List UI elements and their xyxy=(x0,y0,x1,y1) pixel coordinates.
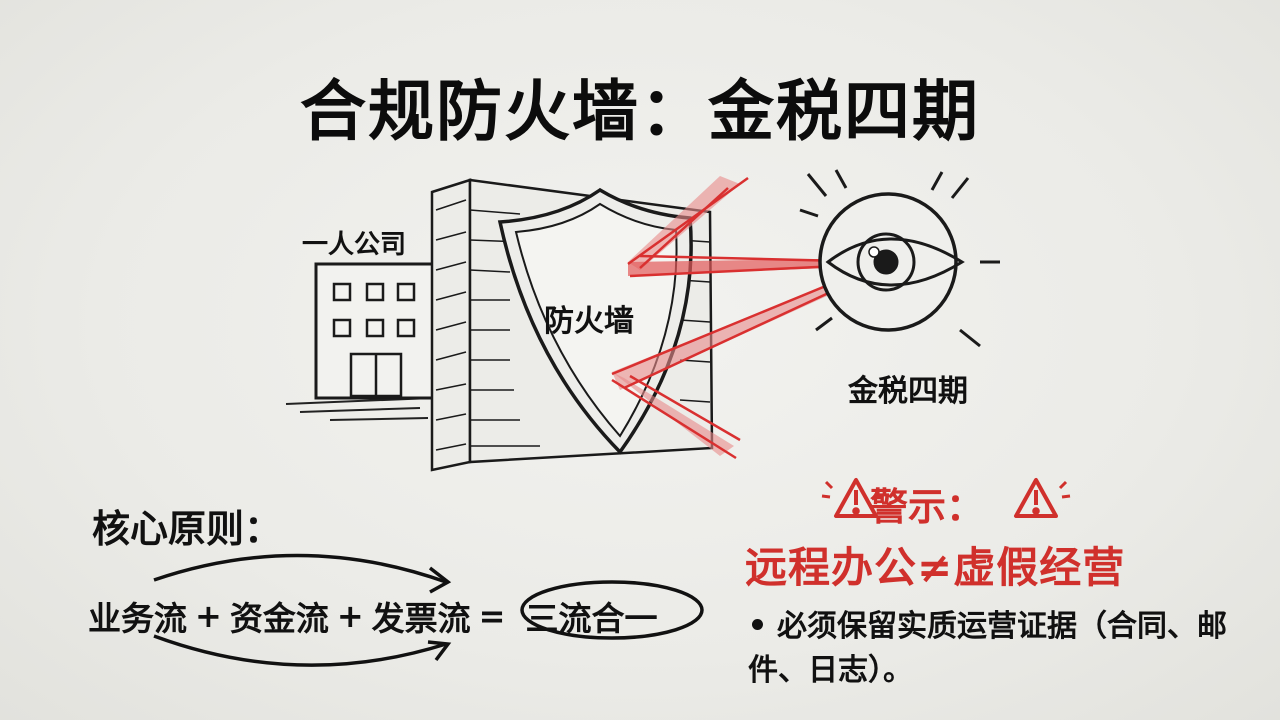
result-circle-icon xyxy=(520,580,704,640)
firewall-label: 防火墙 xyxy=(544,304,634,339)
flow-item-invoice: 发票流 xyxy=(371,599,471,638)
flow-item-funds: 资金流 xyxy=(229,599,329,638)
flow-item-business: 业务流 xyxy=(88,599,187,638)
warning-bullet: 必须保留实质运营证据（合同、邮件、日志）。 xyxy=(748,605,1258,693)
warning-header: 警示： xyxy=(818,476,984,531)
warning-triangle-icon xyxy=(821,478,1071,518)
equals-sign: = xyxy=(478,597,506,635)
plus-sign: + xyxy=(195,597,222,635)
flow-arrows-icon xyxy=(153,553,704,667)
principle-heading: 核心原则： xyxy=(92,507,283,551)
ground-hatching-icon xyxy=(285,397,433,421)
eye-icon xyxy=(799,169,1000,348)
building-icon xyxy=(314,262,436,400)
principle-result: 三流合一 xyxy=(525,599,658,638)
bullet-dot-icon xyxy=(752,619,763,630)
eye-label: 金税四期 xyxy=(848,374,968,409)
company-label: 一人公司 xyxy=(302,230,407,260)
principle-formula: 业务流 + 资金流 + 发票流 = 三流合一 xyxy=(88,592,667,640)
bullet-text: 必须保留实质运营证据（合同、邮件、日志）。 xyxy=(748,609,1227,688)
warning-statement: 远程办公≠虚假经营 xyxy=(745,543,1126,592)
page-title: 合规防火墙：金税四期 xyxy=(300,73,980,150)
red-beam-icon xyxy=(611,176,885,460)
plus-sign: + xyxy=(336,597,364,635)
warning-label: 警示： xyxy=(870,485,985,529)
